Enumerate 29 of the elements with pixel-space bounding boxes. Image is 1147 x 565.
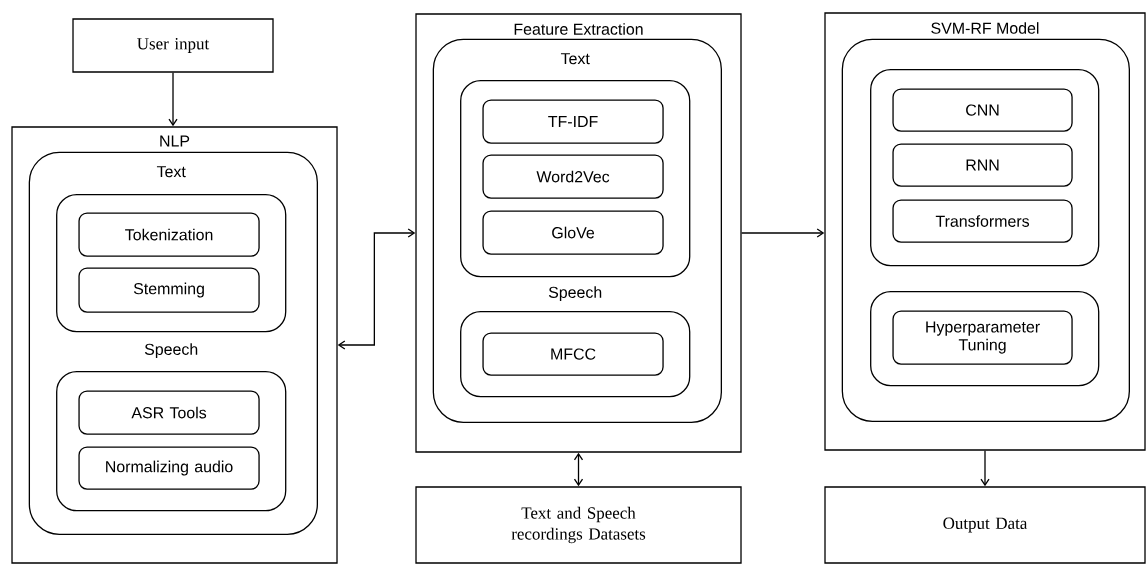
process-box: CNN xyxy=(892,88,1073,132)
process-box: MFCC xyxy=(482,332,664,376)
process-box: Transformers xyxy=(892,199,1073,243)
output-box: Output Data xyxy=(824,486,1146,564)
process-box: Word2Vec xyxy=(482,154,664,199)
group-box xyxy=(28,151,318,535)
process-box: Normalizing audio xyxy=(78,446,260,490)
arrow xyxy=(168,72,178,127)
group-box xyxy=(870,291,1100,387)
group-box xyxy=(841,38,1130,422)
process-box: TF-IDF xyxy=(482,99,664,144)
group-box xyxy=(870,69,1100,267)
arrow xyxy=(741,228,825,238)
group-box xyxy=(432,38,722,423)
arrow xyxy=(573,452,584,487)
process-box: RNN xyxy=(892,143,1073,187)
data-box: Text and Speech recordings Datasets xyxy=(415,486,742,564)
process-box: GloVe xyxy=(482,210,664,255)
node-label: Speech xyxy=(144,343,198,359)
process-box: Tokenization xyxy=(78,212,260,257)
input-box: User input xyxy=(72,18,274,73)
process-box: ASR Tools xyxy=(78,390,260,435)
process-box: Hyperparameter Tuning xyxy=(892,310,1073,365)
node-label: Text xyxy=(156,166,186,178)
process-box: Stemming xyxy=(78,267,260,313)
arrow xyxy=(337,228,416,350)
arrow xyxy=(980,450,990,487)
node-label: Speech xyxy=(548,286,602,302)
node-label: Text xyxy=(560,53,590,65)
